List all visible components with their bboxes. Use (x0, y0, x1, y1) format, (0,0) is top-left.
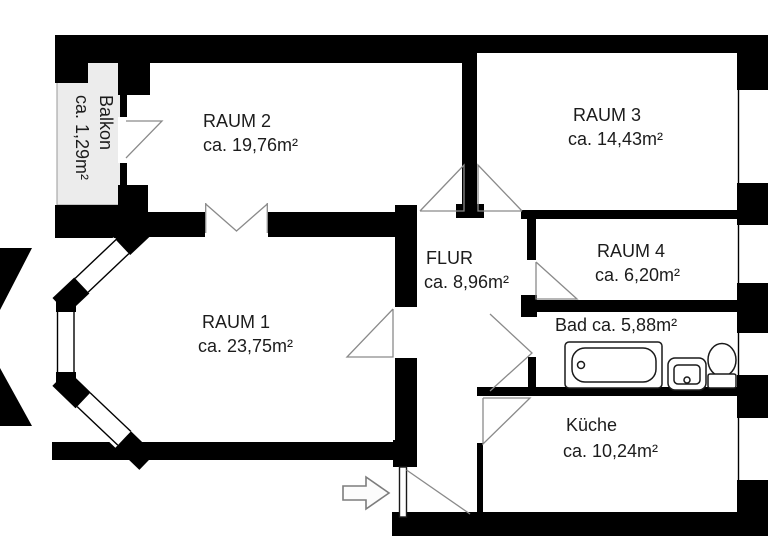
label-raum2-area: ca. 19,76m² (203, 135, 298, 155)
window-bay-upper (72, 237, 132, 295)
bath-fixtures (564, 341, 737, 391)
door-kueche (482, 397, 532, 446)
toilet-icon (707, 342, 737, 389)
label-balkon-area: ca. 1,29m² (72, 95, 92, 180)
door-raum1 (345, 308, 394, 358)
label-flur-name: FLUR (426, 248, 473, 268)
door-double-raum1-raum2 (205, 203, 268, 240)
bathtub-icon (564, 341, 663, 389)
label-raum4-area: ca. 6,20m² (595, 265, 680, 285)
sink-icon (667, 357, 707, 391)
label-raum3-area: ca. 14,43m² (568, 129, 663, 149)
door-balcony (118, 117, 164, 163)
label-balkon-name: Balkon (96, 95, 116, 150)
label-raum2-name: RAUM 2 (203, 111, 271, 131)
window-bay-left (53, 312, 79, 372)
label-raum4-name: RAUM 4 (597, 241, 665, 261)
door-bad (489, 313, 533, 392)
label-kueche-area: ca. 10,24m² (563, 441, 658, 461)
label-flur-area: ca. 8,96m² (424, 272, 509, 292)
door-entrance (398, 466, 471, 518)
walls (52, 35, 768, 536)
label-kueche-name: Küche (566, 415, 617, 435)
label-bad: Bad ca. 5,88m² (555, 315, 677, 335)
doors (118, 117, 579, 518)
door-raum4 (535, 261, 579, 300)
label-raum1-area: ca. 23,75m² (198, 336, 293, 356)
windows (53, 90, 740, 480)
door-raum3 (477, 163, 523, 212)
entrance-arrow-icon (342, 475, 391, 511)
window-bay-lower (74, 390, 134, 448)
label-raum3-name: RAUM 3 (573, 105, 641, 125)
label-raum1-name: RAUM 1 (202, 312, 270, 332)
door-raum2 (419, 163, 465, 212)
room-labels: RAUM 2 ca. 19,76m² RAUM 3 ca. 14,43m² RA… (72, 95, 680, 461)
